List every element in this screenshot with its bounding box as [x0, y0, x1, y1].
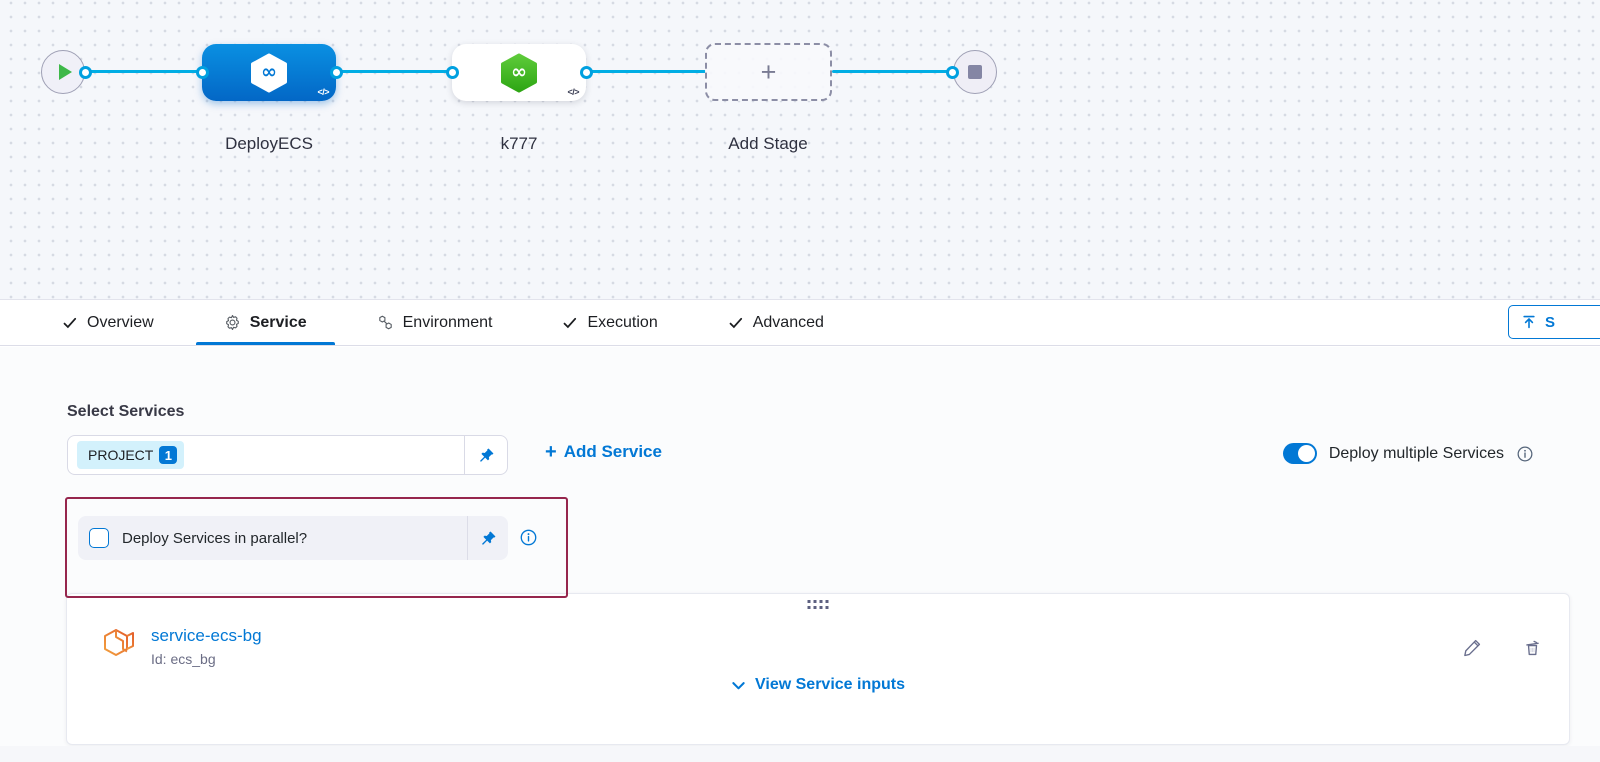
pipeline-end-node [953, 50, 997, 94]
pipeline-canvas: ∞ </> ∞ </> + DeployECS k777 Add Stage [0, 0, 1600, 300]
port-k777-in[interactable] [446, 66, 459, 79]
deploy-multiple-row: Deploy multiple Services [1282, 443, 1534, 464]
drag-handle-icon[interactable] [807, 600, 829, 609]
stage-label-deployecs: DeployECS [225, 134, 313, 153]
tab-overview[interactable]: Overview [34, 300, 182, 345]
service-card: service-ecs-bg Id: ecs_bg View Service i… [66, 593, 1570, 745]
gear-icon [225, 314, 239, 331]
deploy-multiple-label: Deploy multiple Services [1328, 444, 1504, 462]
tab-execution[interactable]: Execution [534, 300, 685, 345]
service-tab-panel: Select Services PROJECT 1 + Add Service … [0, 347, 1600, 762]
plus-icon: + [545, 441, 557, 463]
play-icon [58, 64, 72, 80]
delete-service-button[interactable] [1519, 634, 1545, 660]
stage-label-k777: k777 [500, 134, 538, 153]
upload-icon [1523, 315, 1535, 329]
pin-icon [481, 531, 495, 545]
port-deploy-in[interactable] [196, 66, 209, 79]
chevron-down-icon [732, 681, 745, 689]
stage-node-k777[interactable]: ∞ </> [452, 44, 586, 101]
save-button[interactable]: S [1508, 305, 1600, 339]
annotation-highlight-box: Deploy Services in parallel? [65, 497, 568, 598]
stop-icon [968, 65, 982, 79]
deploy-parallel-label: Deploy Services in parallel? [122, 529, 308, 547]
harness-logo-icon: ∞ [499, 53, 539, 93]
edge-start-deploy [86, 70, 204, 73]
deploy-parallel-checkbox[interactable] [89, 528, 109, 548]
toggle-knob [1297, 445, 1315, 462]
code-icon: </> [567, 87, 579, 97]
deploy-multiple-info-button[interactable] [1516, 445, 1534, 463]
pencil-icon [1463, 639, 1480, 656]
info-icon [1517, 446, 1533, 461]
harness-logo-icon: ∞ [249, 53, 289, 93]
add-service-button[interactable]: + Add Service [545, 441, 662, 463]
add-stage-button[interactable]: + [705, 43, 832, 101]
pipeline-start-node [41, 50, 85, 94]
edit-service-button[interactable] [1459, 634, 1485, 660]
code-icon: </> [317, 87, 329, 97]
plus-icon: + [760, 56, 777, 87]
page-footer-strip [0, 746, 1600, 762]
port-end-in[interactable] [946, 66, 959, 79]
service-name-link[interactable]: service-ecs-bg [151, 626, 262, 645]
pin-services-button[interactable] [464, 436, 507, 474]
check-icon [564, 317, 577, 328]
environment-icon [378, 315, 392, 330]
view-service-inputs-button[interactable]: View Service inputs [67, 676, 1569, 694]
stage-node-deployecs[interactable]: ∞ </> [202, 44, 336, 101]
pin-parallel-button[interactable] [467, 516, 508, 560]
stage-config-tabbar: Overview Service Environment Execution A… [0, 300, 1600, 346]
port-k777-out[interactable] [580, 66, 593, 79]
tab-service[interactable]: Service [195, 300, 335, 345]
chip-count-badge: 1 [159, 446, 178, 464]
edge-deploy-k777 [336, 70, 454, 73]
pin-icon [479, 448, 493, 462]
edge-addstage-end [832, 70, 954, 73]
check-icon [63, 317, 77, 328]
tab-environment[interactable]: Environment [349, 300, 521, 345]
check-icon [729, 317, 742, 328]
ecs-service-icon [101, 625, 137, 666]
deploy-multiple-toggle[interactable] [1282, 443, 1317, 464]
port-start-out[interactable] [79, 66, 92, 79]
service-id-text: Id: ecs_bg [151, 651, 216, 667]
edge-k777-addstage [586, 70, 706, 73]
stage-label-add-stage: Add Stage [728, 134, 808, 153]
deploy-parallel-info-button[interactable] [519, 528, 538, 547]
tab-advanced[interactable]: Advanced [700, 300, 852, 345]
info-icon [520, 529, 537, 546]
select-services-label: Select Services [67, 403, 185, 420]
port-deploy-out[interactable] [330, 66, 343, 79]
deploy-parallel-field: Deploy Services in parallel? [78, 516, 508, 560]
services-multiselect-input[interactable]: PROJECT 1 [67, 435, 508, 475]
project-scope-chip[interactable]: PROJECT 1 [77, 441, 185, 469]
trash-icon [1525, 640, 1539, 655]
